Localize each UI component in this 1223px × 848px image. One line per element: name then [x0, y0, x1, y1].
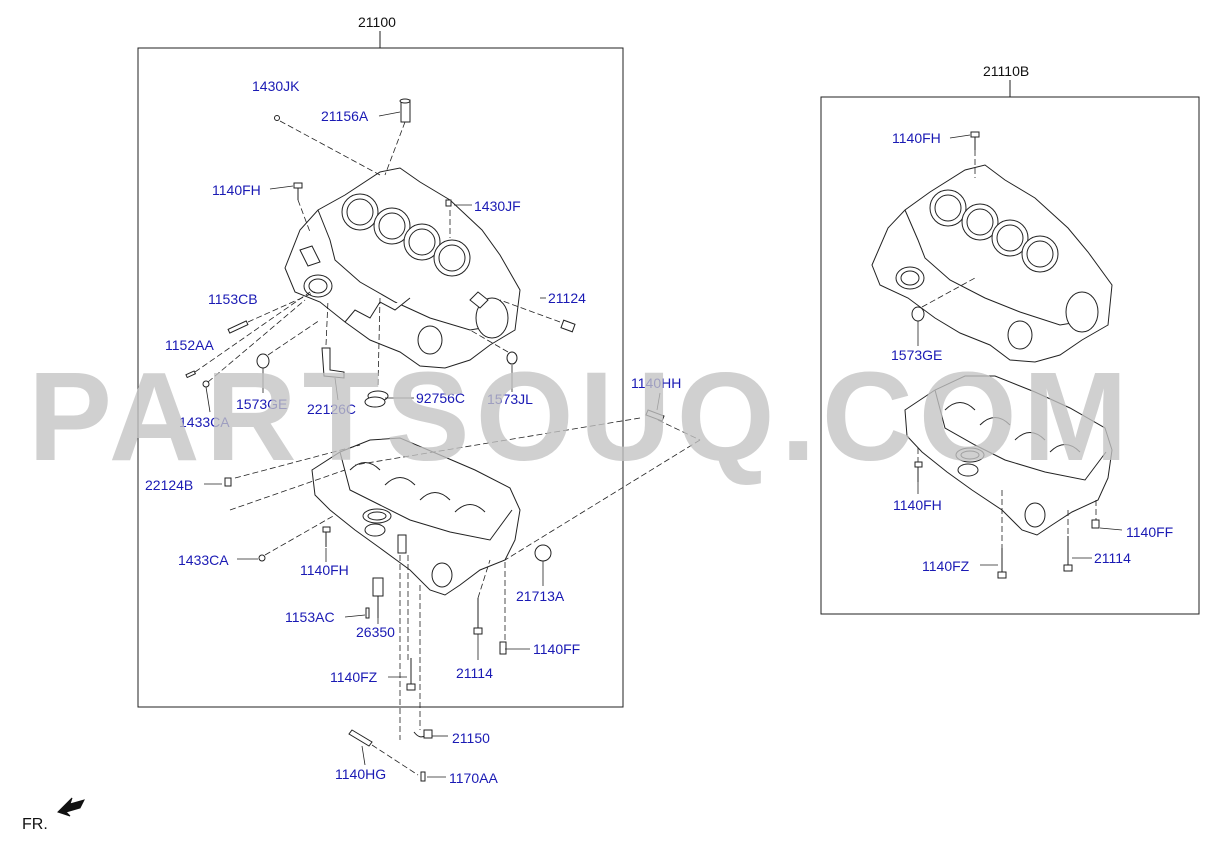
- part-label-21150[interactable]: 21150: [452, 730, 490, 746]
- part-label-1430JK[interactable]: 1430JK: [252, 78, 300, 94]
- part-label-1430JF[interactable]: 1430JF: [474, 198, 521, 214]
- part-label-1153CB[interactable]: 1153CB: [208, 291, 258, 307]
- part-label-21124[interactable]: 21124: [548, 290, 586, 306]
- upper-cylinder-block-left: [284, 167, 521, 369]
- part-label-21156A[interactable]: 21156A: [321, 108, 369, 124]
- part-label-1170AA[interactable]: 1170AA: [449, 770, 498, 786]
- part-label-1140FH[interactable]: 1140FH: [893, 497, 942, 513]
- assembly-number-left[interactable]: 21100: [358, 14, 396, 30]
- part-label-1573GE[interactable]: 1573GE: [236, 396, 288, 412]
- part-label-1140FZ[interactable]: 1140FZ: [330, 669, 378, 685]
- upper-cylinder-block-right: [871, 164, 1113, 363]
- part-label-21114[interactable]: 21114: [456, 665, 493, 681]
- part-label-1433CA[interactable]: 1433CA: [179, 414, 230, 430]
- part-label-1140HH[interactable]: 1140HH: [631, 375, 682, 391]
- part-label-22124B[interactable]: 22124B: [145, 477, 194, 493]
- part-label-1140FZ[interactable]: 1140FZ: [922, 558, 970, 574]
- lower-crankcase-left: [311, 437, 521, 596]
- part-label-1140FH[interactable]: 1140FH: [300, 562, 349, 578]
- arrow-fr-icon: [57, 797, 85, 817]
- part-label-21114[interactable]: 21114: [1094, 550, 1131, 566]
- part-label-1153AC[interactable]: 1153AC: [285, 609, 335, 625]
- part-label-21713A[interactable]: 21713A: [516, 588, 565, 604]
- part-label-92756C[interactable]: 92756C: [416, 390, 466, 406]
- part-label-22126C[interactable]: 22126C: [307, 401, 357, 417]
- part-label-1140FH[interactable]: 1140FH: [892, 130, 941, 146]
- part-label-1140FF[interactable]: 1140FF: [1126, 524, 1174, 540]
- part-label-1140FH[interactable]: 1140FH: [212, 182, 261, 198]
- part-label-1140HG[interactable]: 1140HG: [335, 766, 387, 782]
- assembly-frame-left: [137, 47, 624, 708]
- part-label-1140FF[interactable]: 1140FF: [533, 641, 581, 657]
- part-label-1573GE[interactable]: 1573GE: [891, 347, 943, 363]
- part-label-1433CA[interactable]: 1433CA: [178, 552, 229, 568]
- part-label-1573JL[interactable]: 1573JL: [487, 391, 533, 407]
- part-label-26350[interactable]: 26350: [356, 624, 395, 640]
- assembly-number-right[interactable]: 21110B: [983, 63, 1030, 79]
- front-direction-label: FR.: [22, 816, 48, 833]
- part-label-1152AA[interactable]: 1152AA: [165, 337, 214, 353]
- lower-crankcase-right: [904, 375, 1113, 536]
